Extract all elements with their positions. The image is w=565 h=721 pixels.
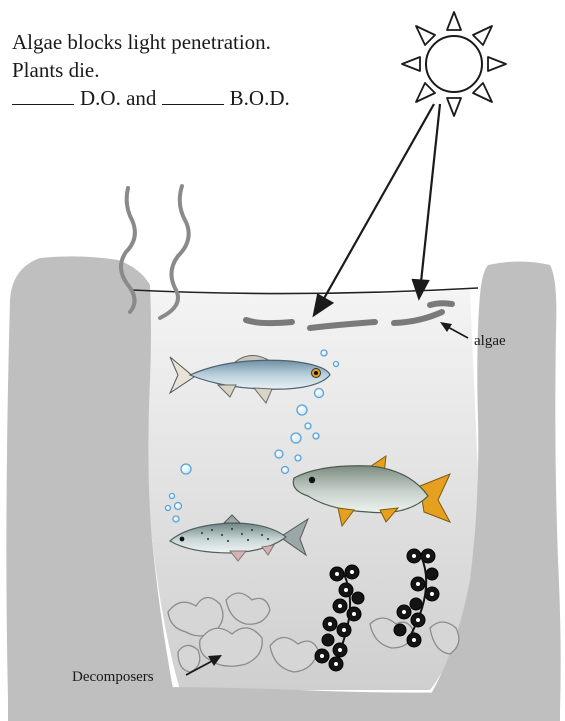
bubble-icon bbox=[305, 423, 311, 429]
bubble-icon bbox=[291, 433, 301, 443]
fish-2-eye bbox=[309, 477, 315, 483]
sun-ray bbox=[416, 83, 435, 102]
light-arrows bbox=[314, 104, 440, 315]
sun-ray bbox=[473, 83, 492, 102]
bubble-icon bbox=[170, 494, 175, 499]
bubble-icon bbox=[173, 516, 179, 522]
sun-ray bbox=[473, 26, 492, 45]
fish-1-pupil bbox=[314, 371, 318, 375]
sun-ray bbox=[402, 57, 420, 71]
bubble-icon bbox=[282, 467, 289, 474]
light-arrow-1 bbox=[322, 104, 434, 302]
fish-3-eye bbox=[180, 537, 185, 542]
decomposers-label: Decomposers bbox=[72, 669, 154, 685]
bottom-rock bbox=[8, 687, 560, 721]
bubble-icon bbox=[321, 350, 327, 356]
light-arrow-2 bbox=[421, 104, 440, 282]
bubble-icon bbox=[166, 506, 171, 511]
algae-label: algae bbox=[474, 333, 506, 349]
algae-strip-4 bbox=[430, 303, 452, 305]
bubble-icon bbox=[295, 455, 301, 461]
sun-ray bbox=[447, 12, 461, 30]
sun-disc bbox=[426, 36, 482, 92]
sun-ray bbox=[488, 57, 506, 71]
sun-ray bbox=[416, 26, 435, 45]
bubble-icon bbox=[297, 405, 307, 415]
bubble-icon bbox=[181, 464, 191, 474]
sun-icon bbox=[402, 12, 506, 116]
bubble-icon bbox=[313, 433, 319, 439]
bubble-icon bbox=[334, 362, 339, 367]
bubble-icon bbox=[175, 503, 182, 510]
algae-strip-1 bbox=[246, 320, 292, 323]
bubble-icon bbox=[275, 450, 283, 458]
sun-ray bbox=[447, 98, 461, 116]
bubble-icon bbox=[315, 389, 324, 398]
